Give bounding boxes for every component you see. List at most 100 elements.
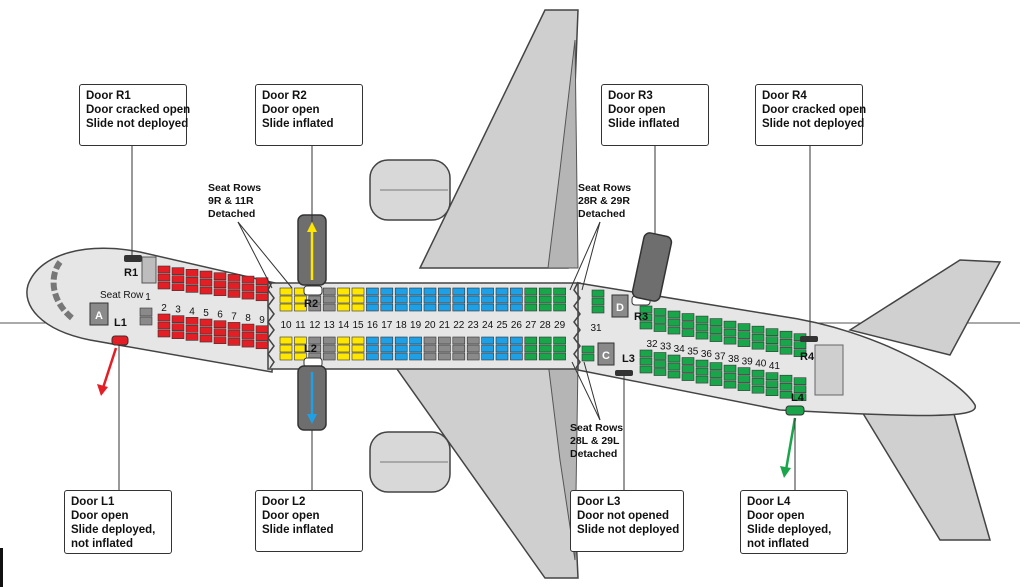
seat (737, 367, 751, 375)
seat (538, 287, 552, 296)
seat (380, 344, 394, 353)
seat (409, 344, 422, 353)
seat (279, 287, 293, 296)
seat (681, 373, 695, 381)
seat (438, 344, 451, 353)
seat (255, 333, 269, 342)
seat (495, 303, 509, 312)
break-line-aft (573, 281, 581, 369)
seat (452, 352, 466, 361)
seat (495, 287, 509, 296)
row-number: 2 (161, 303, 167, 314)
row-number: 31 (590, 323, 602, 334)
seat (241, 323, 255, 332)
seat (322, 287, 336, 296)
seat (157, 265, 171, 274)
seat (639, 357, 653, 366)
lavatory-a: A (89, 302, 109, 326)
seat (779, 338, 793, 347)
seat (185, 269, 199, 277)
row-number: 22 (453, 320, 465, 331)
seat (495, 352, 509, 361)
seat (510, 303, 523, 312)
seat (751, 325, 765, 334)
seat (723, 328, 737, 337)
door-l4: L4 (785, 392, 805, 416)
l1-exit-arrow (97, 347, 118, 396)
seat (452, 287, 466, 296)
seat (366, 352, 379, 361)
seat (366, 303, 379, 312)
seat (793, 393, 807, 402)
seat (294, 344, 307, 353)
seat (466, 303, 480, 312)
svg-text:D: D (616, 302, 624, 314)
seat (394, 295, 408, 304)
seat (765, 372, 779, 380)
seat (438, 295, 451, 304)
seat (423, 303, 437, 312)
row-number: 26 (511, 320, 523, 331)
seat (737, 331, 751, 339)
cockpit-windows (50, 260, 75, 321)
row-number: 27 (525, 320, 537, 331)
galley-d: D (611, 294, 629, 318)
seat (279, 303, 293, 312)
seat (481, 344, 494, 353)
seat (351, 344, 365, 353)
svg-text:L1: L1 (114, 317, 127, 329)
seat (793, 341, 807, 350)
seat (185, 325, 199, 333)
seat (423, 352, 437, 361)
seat (394, 303, 408, 312)
seat (591, 289, 605, 298)
seat (553, 287, 566, 296)
seat (308, 303, 322, 312)
seat (452, 303, 466, 312)
seat (495, 344, 509, 353)
seat (524, 344, 538, 353)
seat (681, 329, 695, 337)
svg-text:L3: L3 (622, 353, 635, 365)
seat (681, 321, 695, 329)
seat (394, 352, 408, 361)
seat (322, 336, 336, 345)
seat (695, 331, 709, 340)
seat (667, 310, 681, 319)
row-number: 7 (231, 311, 237, 322)
seat (227, 322, 241, 330)
seat (337, 344, 350, 353)
seat (510, 352, 523, 361)
seat (139, 307, 153, 317)
seat (765, 388, 779, 396)
seat (171, 275, 185, 283)
seat (241, 291, 255, 300)
seat (213, 320, 227, 329)
seat (524, 287, 538, 296)
seat (695, 359, 709, 368)
seat (639, 305, 653, 314)
row-number: 15 (352, 320, 364, 331)
seat (538, 352, 552, 361)
seat (695, 367, 709, 376)
seat (524, 295, 538, 304)
svg-text:A: A (95, 310, 103, 322)
seat (157, 329, 171, 338)
seat (380, 287, 394, 296)
seat (171, 315, 185, 323)
seat (157, 313, 171, 322)
seat (793, 377, 807, 386)
seat (409, 303, 422, 312)
seat (366, 295, 379, 304)
seat (438, 303, 451, 312)
seat (423, 336, 437, 345)
seat (294, 295, 307, 304)
row-number: 16 (367, 320, 379, 331)
seat (213, 328, 227, 337)
row-number: 29 (554, 320, 566, 331)
seat (337, 287, 350, 296)
